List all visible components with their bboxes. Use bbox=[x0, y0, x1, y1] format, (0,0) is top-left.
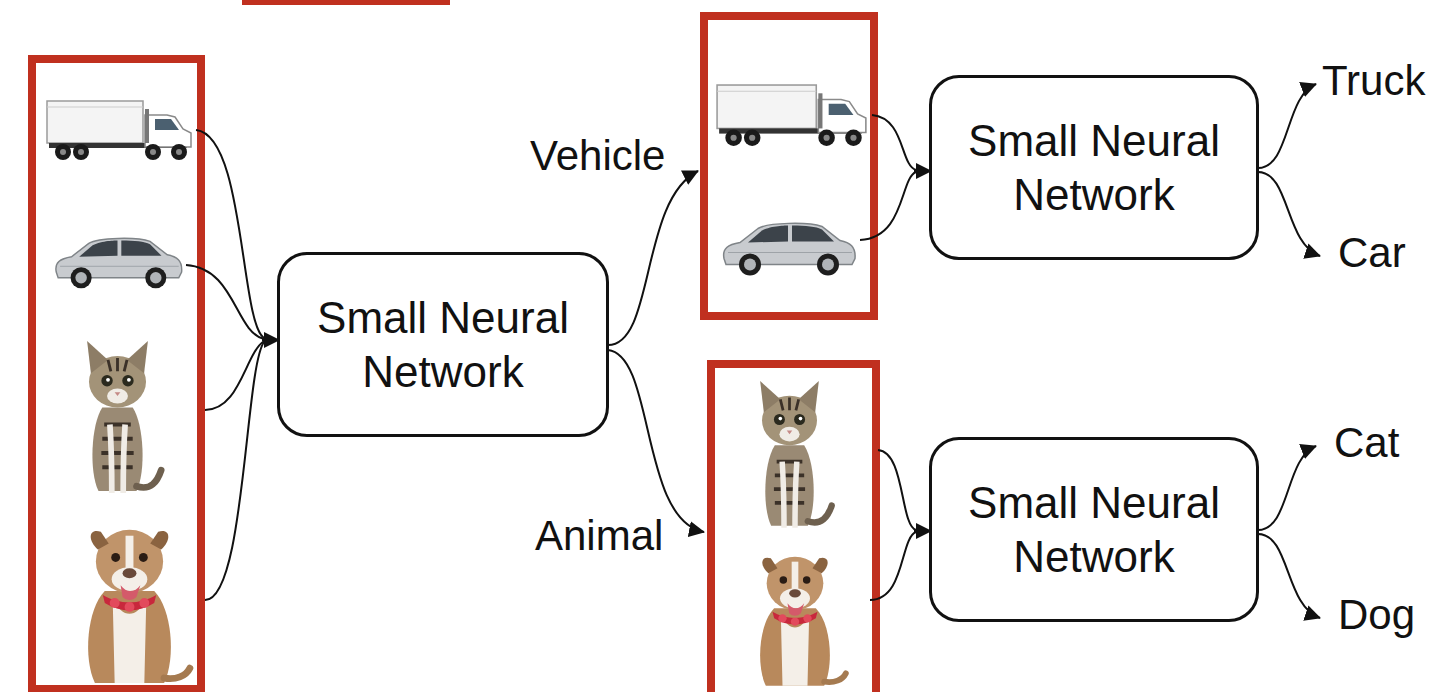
class-label: Animal bbox=[535, 513, 663, 559]
process-box: Small Neural Network bbox=[929, 75, 1259, 260]
class-label: Dog bbox=[1338, 592, 1415, 638]
class-label: Car bbox=[1338, 230, 1406, 276]
class-label: Truck bbox=[1322, 58, 1425, 104]
box-label: Small Neural Network bbox=[948, 114, 1240, 221]
red-frames bbox=[32, 16, 876, 692]
class-label: Cat bbox=[1334, 420, 1399, 466]
process-box: Small Neural Network bbox=[277, 252, 609, 437]
box-label: Small Neural Network bbox=[948, 476, 1240, 583]
red-frame-edge bbox=[242, 0, 450, 5]
class-label: Vehicle bbox=[530, 133, 665, 179]
box-label: Small Neural Network bbox=[296, 291, 590, 398]
process-box: Small Neural Network bbox=[929, 437, 1259, 622]
flow-lines bbox=[186, 84, 1320, 618]
images bbox=[47, 85, 866, 686]
